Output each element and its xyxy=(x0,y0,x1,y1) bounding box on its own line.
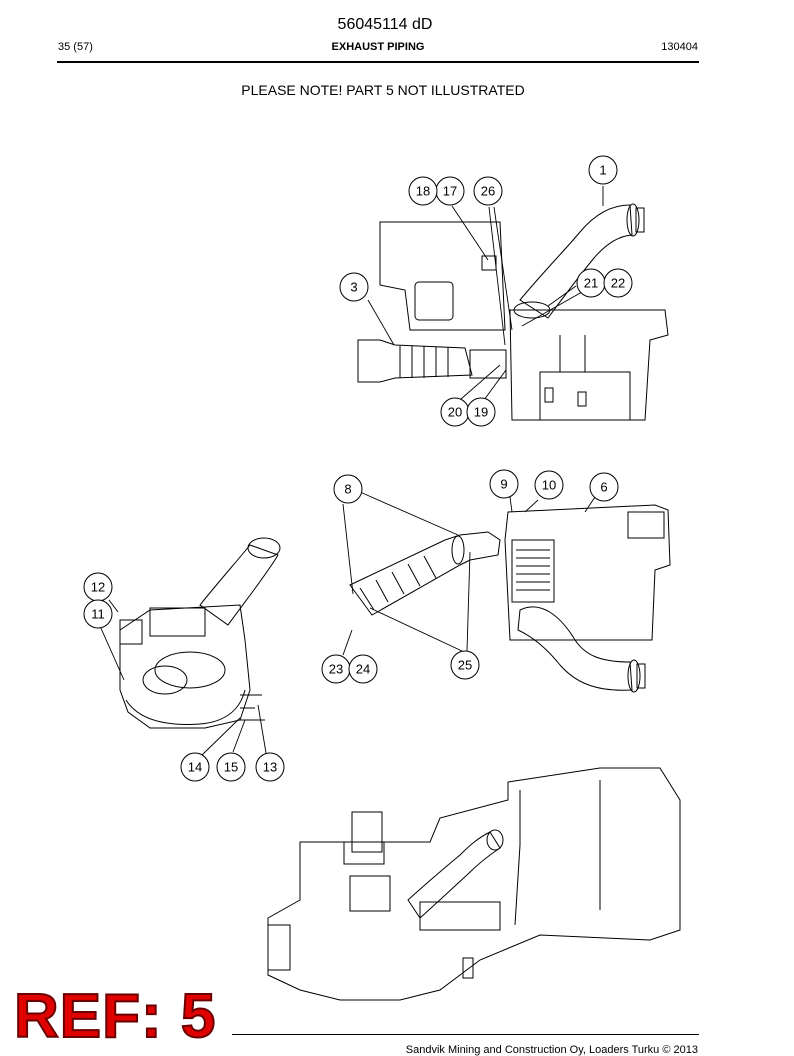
callout-12: 12 xyxy=(83,572,113,602)
callout-8: 8 xyxy=(333,474,363,504)
callout-17: 17 xyxy=(435,176,465,206)
svg-text:17: 17 xyxy=(443,184,457,199)
page-index: 35 (57) xyxy=(58,41,93,53)
callout-1: 1 xyxy=(588,155,618,185)
svg-text:10: 10 xyxy=(542,478,556,493)
callout-22: 22 xyxy=(603,268,633,298)
svg-text:25: 25 xyxy=(458,658,472,673)
svg-text:18: 18 xyxy=(416,184,430,199)
section-title: EXHAUST PIPING xyxy=(331,41,425,53)
page-header: 56045114 dD 35 (57) EXHAUST PIPING 13040… xyxy=(0,0,794,70)
callout-25: 25 xyxy=(450,650,480,680)
callout-6: 6 xyxy=(589,472,619,502)
svg-text:3: 3 xyxy=(350,280,357,295)
svg-text:22: 22 xyxy=(611,276,625,291)
reference-stamp: REF: 5 xyxy=(13,982,217,1051)
left-assembly xyxy=(119,537,281,729)
callout-9: 9 xyxy=(489,469,519,499)
svg-text:14: 14 xyxy=(188,760,202,775)
svg-text:20: 20 xyxy=(448,405,462,420)
header-rule xyxy=(57,61,699,63)
document-number: 56045114 dD xyxy=(337,16,433,33)
svg-text:24: 24 xyxy=(356,662,370,677)
footer-rule xyxy=(232,1034,699,1035)
parts-note: PLEASE NOTE! PART 5 NOT ILLUSTRATED xyxy=(241,82,525,98)
callout-20: 20 xyxy=(440,397,470,427)
callout-18: 18 xyxy=(408,176,438,206)
svg-text:23: 23 xyxy=(329,662,343,677)
svg-text:15: 15 xyxy=(224,760,238,775)
svg-text:19: 19 xyxy=(474,405,488,420)
callout-13: 13 xyxy=(255,752,285,782)
svg-text:9: 9 xyxy=(500,477,507,492)
svg-text:21: 21 xyxy=(584,276,598,291)
callout-21: 21 xyxy=(576,268,606,298)
bottom-frame xyxy=(267,767,681,1001)
callout-10: 10 xyxy=(534,470,564,500)
leader-lines xyxy=(99,186,604,756)
svg-text:13: 13 xyxy=(263,760,277,775)
callout-26: 26 xyxy=(473,176,503,206)
callout-15: 15 xyxy=(216,752,246,782)
callout-3: 3 xyxy=(339,272,369,302)
svg-text:12: 12 xyxy=(91,580,105,595)
revision-number: 130404 xyxy=(661,41,698,53)
footer-copyright: Sandvik Mining and Construction Oy, Load… xyxy=(405,1044,698,1056)
svg-text:6: 6 xyxy=(600,480,607,495)
svg-text:26: 26 xyxy=(481,184,495,199)
callout-24: 24 xyxy=(348,654,378,684)
callout-19: 19 xyxy=(466,397,496,427)
svg-text:11: 11 xyxy=(91,607,105,622)
upper-assembly xyxy=(357,203,669,421)
svg-text:8: 8 xyxy=(344,482,351,497)
callout-14: 14 xyxy=(180,752,210,782)
callout-23: 23 xyxy=(321,654,351,684)
svg-text:1: 1 xyxy=(599,163,606,178)
callout-11: 11 xyxy=(83,599,113,629)
middle-assembly xyxy=(349,504,671,693)
